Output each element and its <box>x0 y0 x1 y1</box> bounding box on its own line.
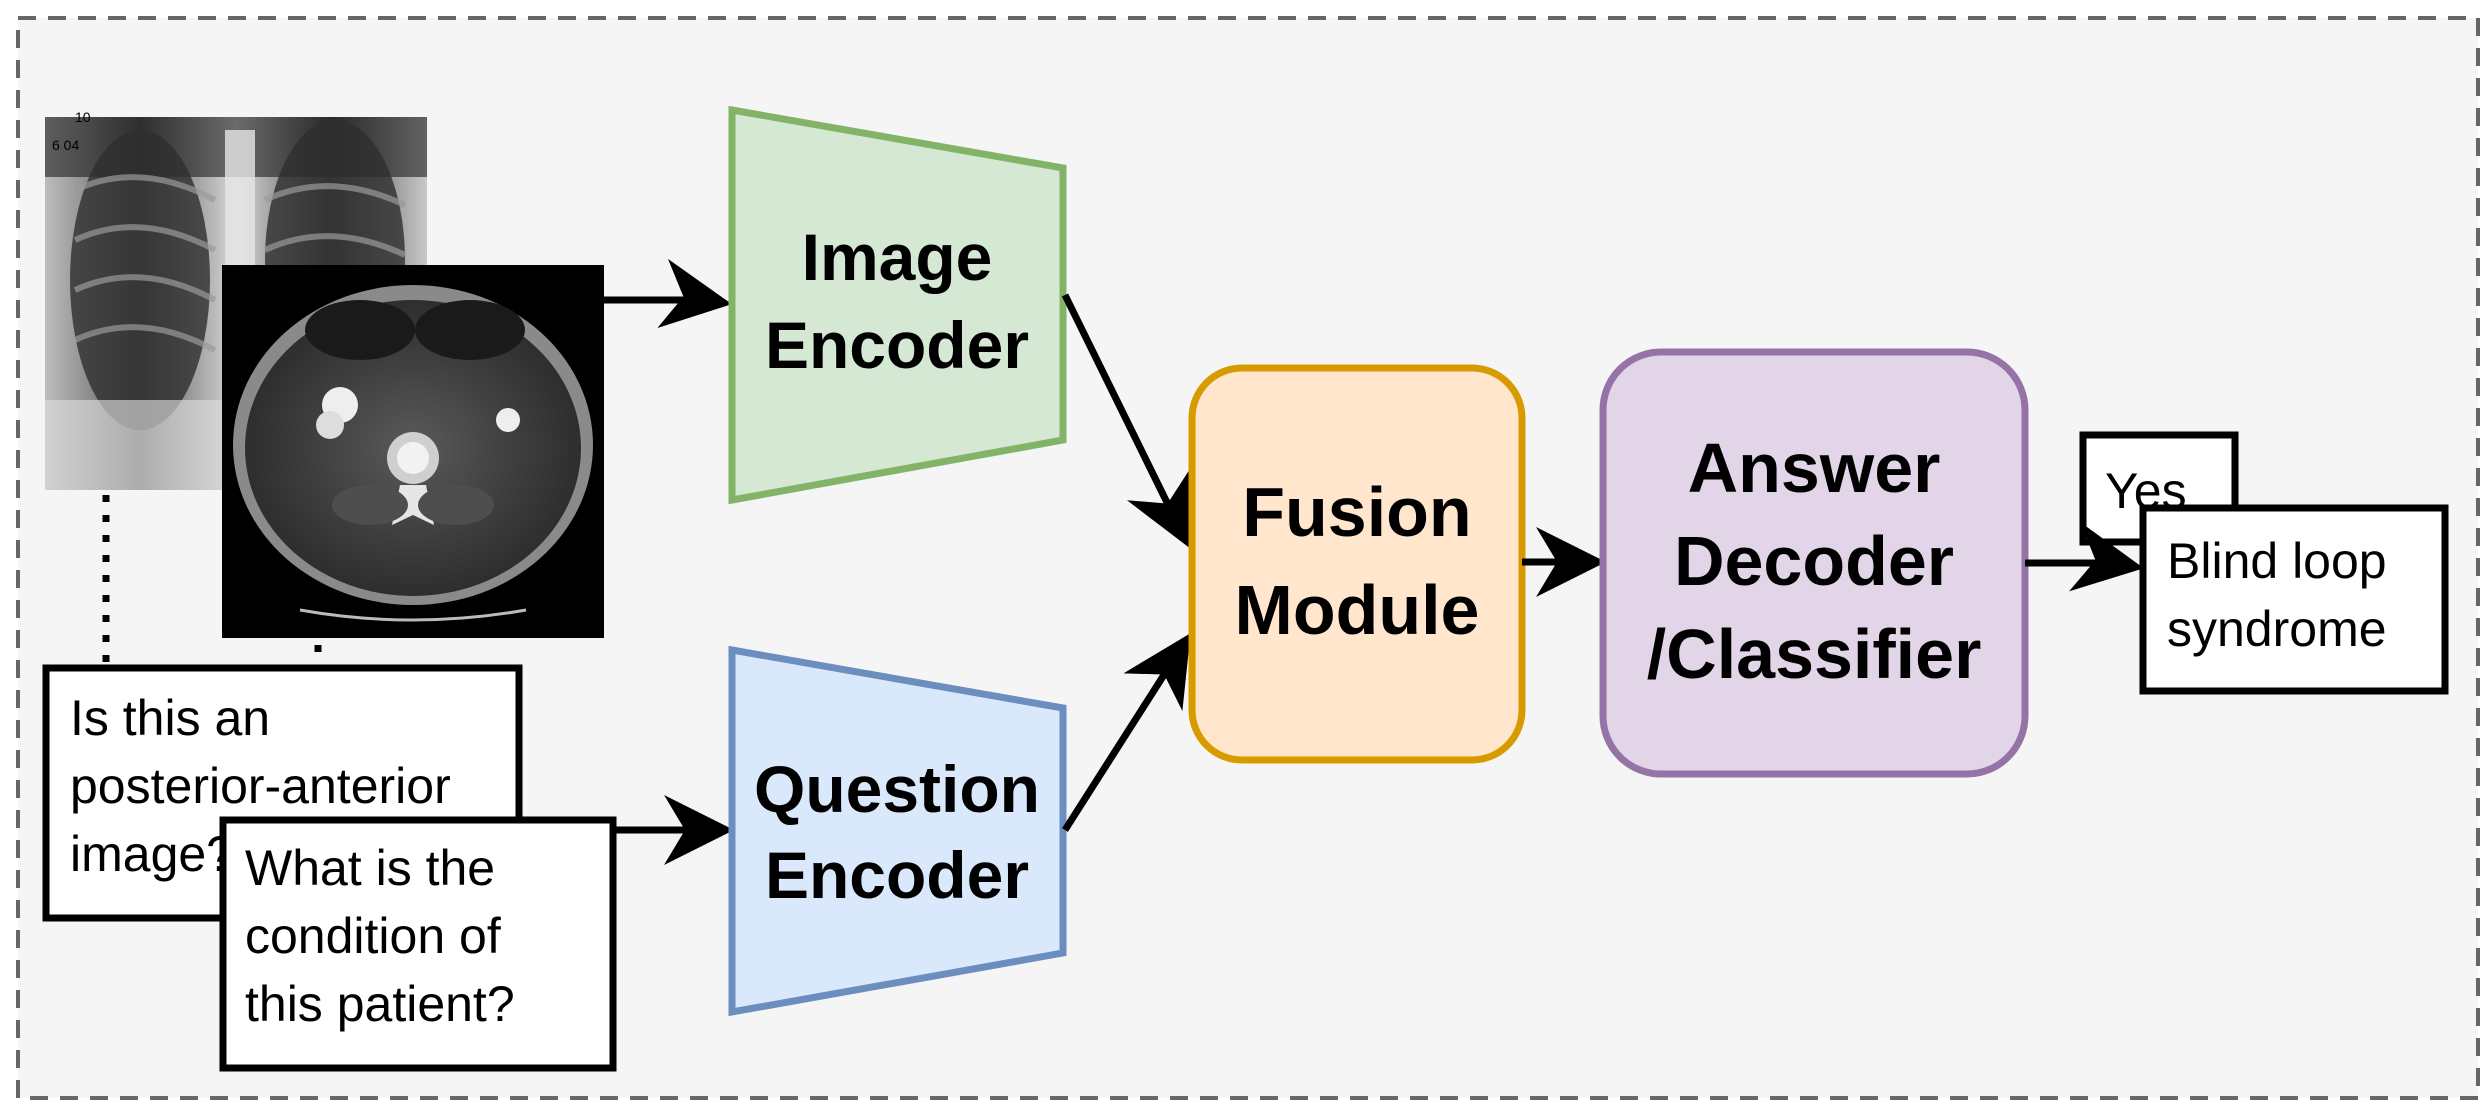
arrow-decoder-to-answer <box>2025 522 2144 592</box>
question-1-line-3: image? <box>70 826 234 882</box>
xray-overlay-text-1: 10 <box>75 109 91 125</box>
image-encoder-line-2: Encoder <box>765 308 1029 382</box>
fusion-module-block: Fusion Module <box>1188 364 1526 764</box>
abdominal-ct-image <box>222 265 604 638</box>
answer-decoder-line-1: Answer <box>1688 429 1941 507</box>
answer-decoder-line-3: /Classifier <box>1647 615 1982 693</box>
question-encoder-block: Question Encoder <box>728 645 1067 1017</box>
question-encoder-line-2: Encoder <box>765 838 1029 912</box>
arrow-image-to-encoder <box>604 258 732 329</box>
arrow-question-encoder-to-fusion <box>1062 633 1191 832</box>
answer-decoder-line-2: Decoder <box>1674 522 1954 600</box>
question-2-line-2: condition of <box>245 908 501 964</box>
question-box-2: What is the condition of this patient? <box>219 816 617 1072</box>
question-1-line-1: Is this an <box>70 690 270 746</box>
fusion-module-line-1: Fusion <box>1242 473 1471 551</box>
answer-decoder-block: Answer Decoder /Classifier <box>1599 348 2029 778</box>
fusion-module-line-2: Module <box>1235 571 1480 649</box>
question-1-line-2: posterior-anterior <box>70 758 451 814</box>
answer-box-2: Blind loop syndrome <box>2139 504 2449 695</box>
question-2-line-1: What is the <box>245 840 495 896</box>
xray-overlay-text-2: 6 04 <box>52 137 79 153</box>
image-encoder-block: Image Encoder <box>728 105 1067 505</box>
question-2-line-3: this patient? <box>245 976 515 1032</box>
answer-2-line-2: syndrome <box>2167 601 2387 657</box>
question-encoder-line-1: Question <box>754 752 1040 826</box>
arrow-image-encoder-to-fusion <box>1061 293 1190 548</box>
image-encoder-line-1: Image <box>802 220 993 294</box>
answer-2-line-1: Blind loop <box>2167 533 2387 589</box>
